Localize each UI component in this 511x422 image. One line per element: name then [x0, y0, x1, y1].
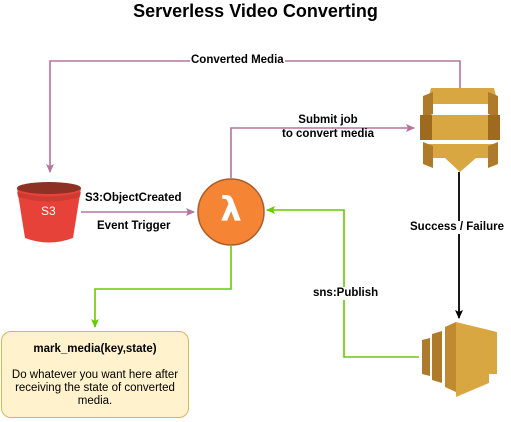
label-s3-object-created: S3:ObjectCreated	[85, 192, 182, 204]
mark-media-note[interactable]: mark_media(key,state) Do whatever you wa…	[1, 331, 189, 418]
note-body: Do whatever you want here after receivin…	[11, 369, 179, 407]
label-submit-job-line2: to convert media	[281, 128, 375, 140]
label-event-trigger: Event Trigger	[97, 220, 171, 232]
mediaconvert-icon[interactable]	[420, 88, 500, 172]
label-sns-publish: sns:Publish	[312, 287, 380, 300]
lambda-icon[interactable]	[197, 178, 265, 246]
s3-label: S3	[41, 204, 56, 218]
label-success-failure: Success / Failure	[409, 221, 505, 234]
edge-converted-media	[46, 60, 461, 173]
label-submit-job-line1: Submit job	[298, 114, 358, 126]
diagram-title: Serverless Video Converting	[133, 1, 378, 21]
edge-submit-job	[230, 124, 415, 178]
lambda-glyph: λ	[220, 190, 242, 230]
label-converted-media: Converted Media	[190, 54, 285, 67]
edge-sns-publish	[266, 206, 419, 358]
s3-bucket-icon[interactable]	[17, 182, 81, 243]
note-heading: mark_media(key,state)	[33, 343, 157, 355]
sns-icon[interactable]	[422, 322, 497, 397]
edge-lambda-to-note	[91, 246, 232, 328]
